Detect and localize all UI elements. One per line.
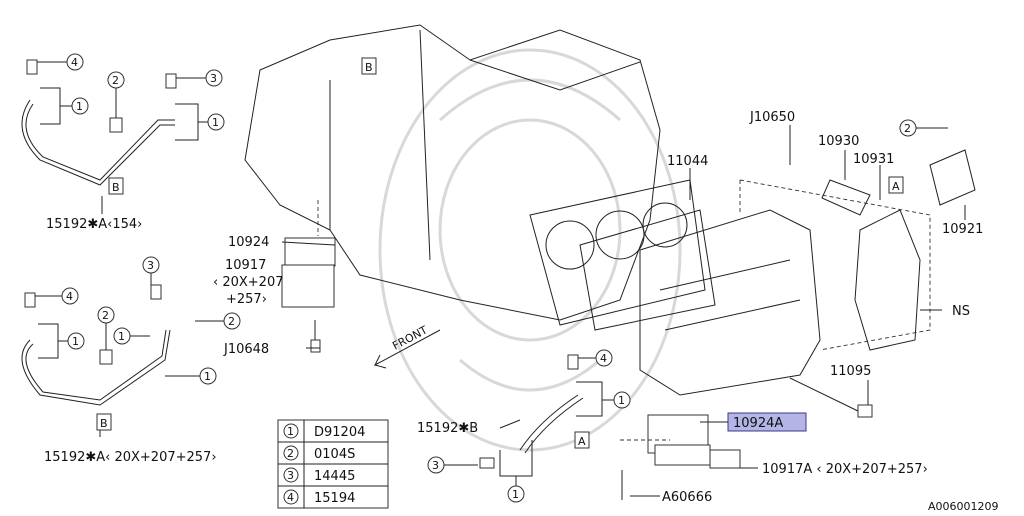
label-15192a-20x: 15192✱A‹ 20X+207+257› [44,450,217,465]
legend-callout-circle [283,489,299,505]
callout-2-bottom-right: 2 [195,312,241,330]
svg-text:B: B [112,181,120,194]
ref-box-a-bottom: A [574,431,590,449]
svg-text:2: 2 [112,74,119,87]
callout-1-lower: 1 [499,440,533,503]
label-10917a: 10917A ‹ 20X+207+257› [762,462,928,477]
callout-3-bottom: 3 [142,256,160,285]
long-bolt-11095 [789,377,873,418]
ref-box-a-right: A [888,176,904,194]
svg-text:A: A [892,180,900,193]
svg-text:3: 3 [210,72,217,85]
svg-text:A: A [578,435,586,448]
oil-pipe-b [479,354,584,469]
svg-text:4: 4 [600,352,607,365]
callout-1-mid: 1 [576,381,631,417]
svg-text:2: 2 [228,315,235,328]
label-15192b: 15192✱B [417,421,478,436]
legend-callout-circle [283,467,299,483]
legend-rows: 1 D91204 2 0104S 3 14445 4 15194 [283,423,365,506]
callout-4-top: 4 [37,53,84,71]
callout-4-mid: 4 [578,349,613,367]
svg-text:1: 1 [512,488,519,501]
label-10924: 10924 [228,235,269,250]
label-10921: 10921 [942,222,983,237]
label-15192a-154: 15192✱A‹154› [46,217,142,232]
oil-control-valve-assy [620,414,741,500]
oil-pipe-bottom [21,284,171,406]
legend-part-number: 14445 [314,469,355,484]
label-j10650: J10650 [749,110,795,125]
label-ns: NS [952,304,970,319]
label-10924a: 10924A [733,416,783,431]
svg-text:3: 3 [147,259,154,272]
watermark-emblem [378,48,682,452]
svg-text:4: 4 [66,290,73,303]
legend-callout-circle [283,423,299,439]
svg-text:1: 1 [72,335,79,348]
legend-part-number: 0104S [314,447,355,462]
label-11095: 11095 [830,364,871,379]
svg-text:2: 2 [102,309,109,322]
legend-callout-number: 2 [287,447,294,460]
label-10917-line2: ‹ 20X+207 [213,275,283,290]
svg-text:2: 2 [904,122,911,135]
callout-4-bottom: 4 [35,287,79,305]
ref-box-b-pipe-bottom: B [96,413,112,431]
legend-callout-number: 3 [287,469,294,482]
ref-box-b-top: B [361,57,377,75]
legend-part-number: D91204 [314,425,365,440]
svg-text:4: 4 [71,56,78,69]
svg-text:1: 1 [76,100,83,113]
callout-1-top-left: 1 [40,87,89,125]
oil-pipe-top [21,59,177,186]
svg-text:B: B [365,61,373,74]
svg-text:1: 1 [204,370,211,383]
legend-part-number: 15194 [314,491,355,506]
legend-callout-circle [283,445,299,461]
svg-text:3: 3 [432,459,439,472]
label-j10648: J10648 [223,342,269,357]
ref-box-b-pipe-top: B [108,177,124,195]
valve-cover-assy [821,149,976,351]
engine-block [244,24,661,321]
head-gaskets [529,179,716,331]
callout-1-bottom-mid: 1 [113,327,150,345]
label-10917-line3: +257› [226,292,267,307]
svg-text:B: B [100,417,108,430]
label-11044: 11044 [667,154,708,169]
front-label: FRONT [390,323,430,352]
callout-3-mid: 3 [427,456,478,474]
label-10931: 10931 [853,152,894,167]
callout-3-top: 3 [176,69,223,87]
label-10930: 10930 [818,134,859,149]
legend-callout-number: 1 [287,425,294,438]
legend-callout-number: 4 [287,491,294,504]
callout-1-top-right: 1 [175,103,225,141]
svg-text:1: 1 [212,116,219,129]
label-a60666: A60666 [662,490,712,505]
front-arrow: FRONT [373,323,441,369]
callout-1-bottom-low: 1 [165,367,217,385]
callout-2-top: 2 [107,71,125,118]
svg-text:1: 1 [118,330,125,343]
diagram-id: A006001209 [928,500,999,512]
callout-2-right: 2 [899,119,948,137]
left-oil-control-valve-assy [281,200,336,353]
cylinder-head [639,179,931,396]
label-10917-line1: 10917 [225,258,266,273]
callout-1-bottom-left: 1 [38,323,85,359]
svg-text:1: 1 [618,394,625,407]
callout-2-bottom-left: 2 [97,306,115,350]
